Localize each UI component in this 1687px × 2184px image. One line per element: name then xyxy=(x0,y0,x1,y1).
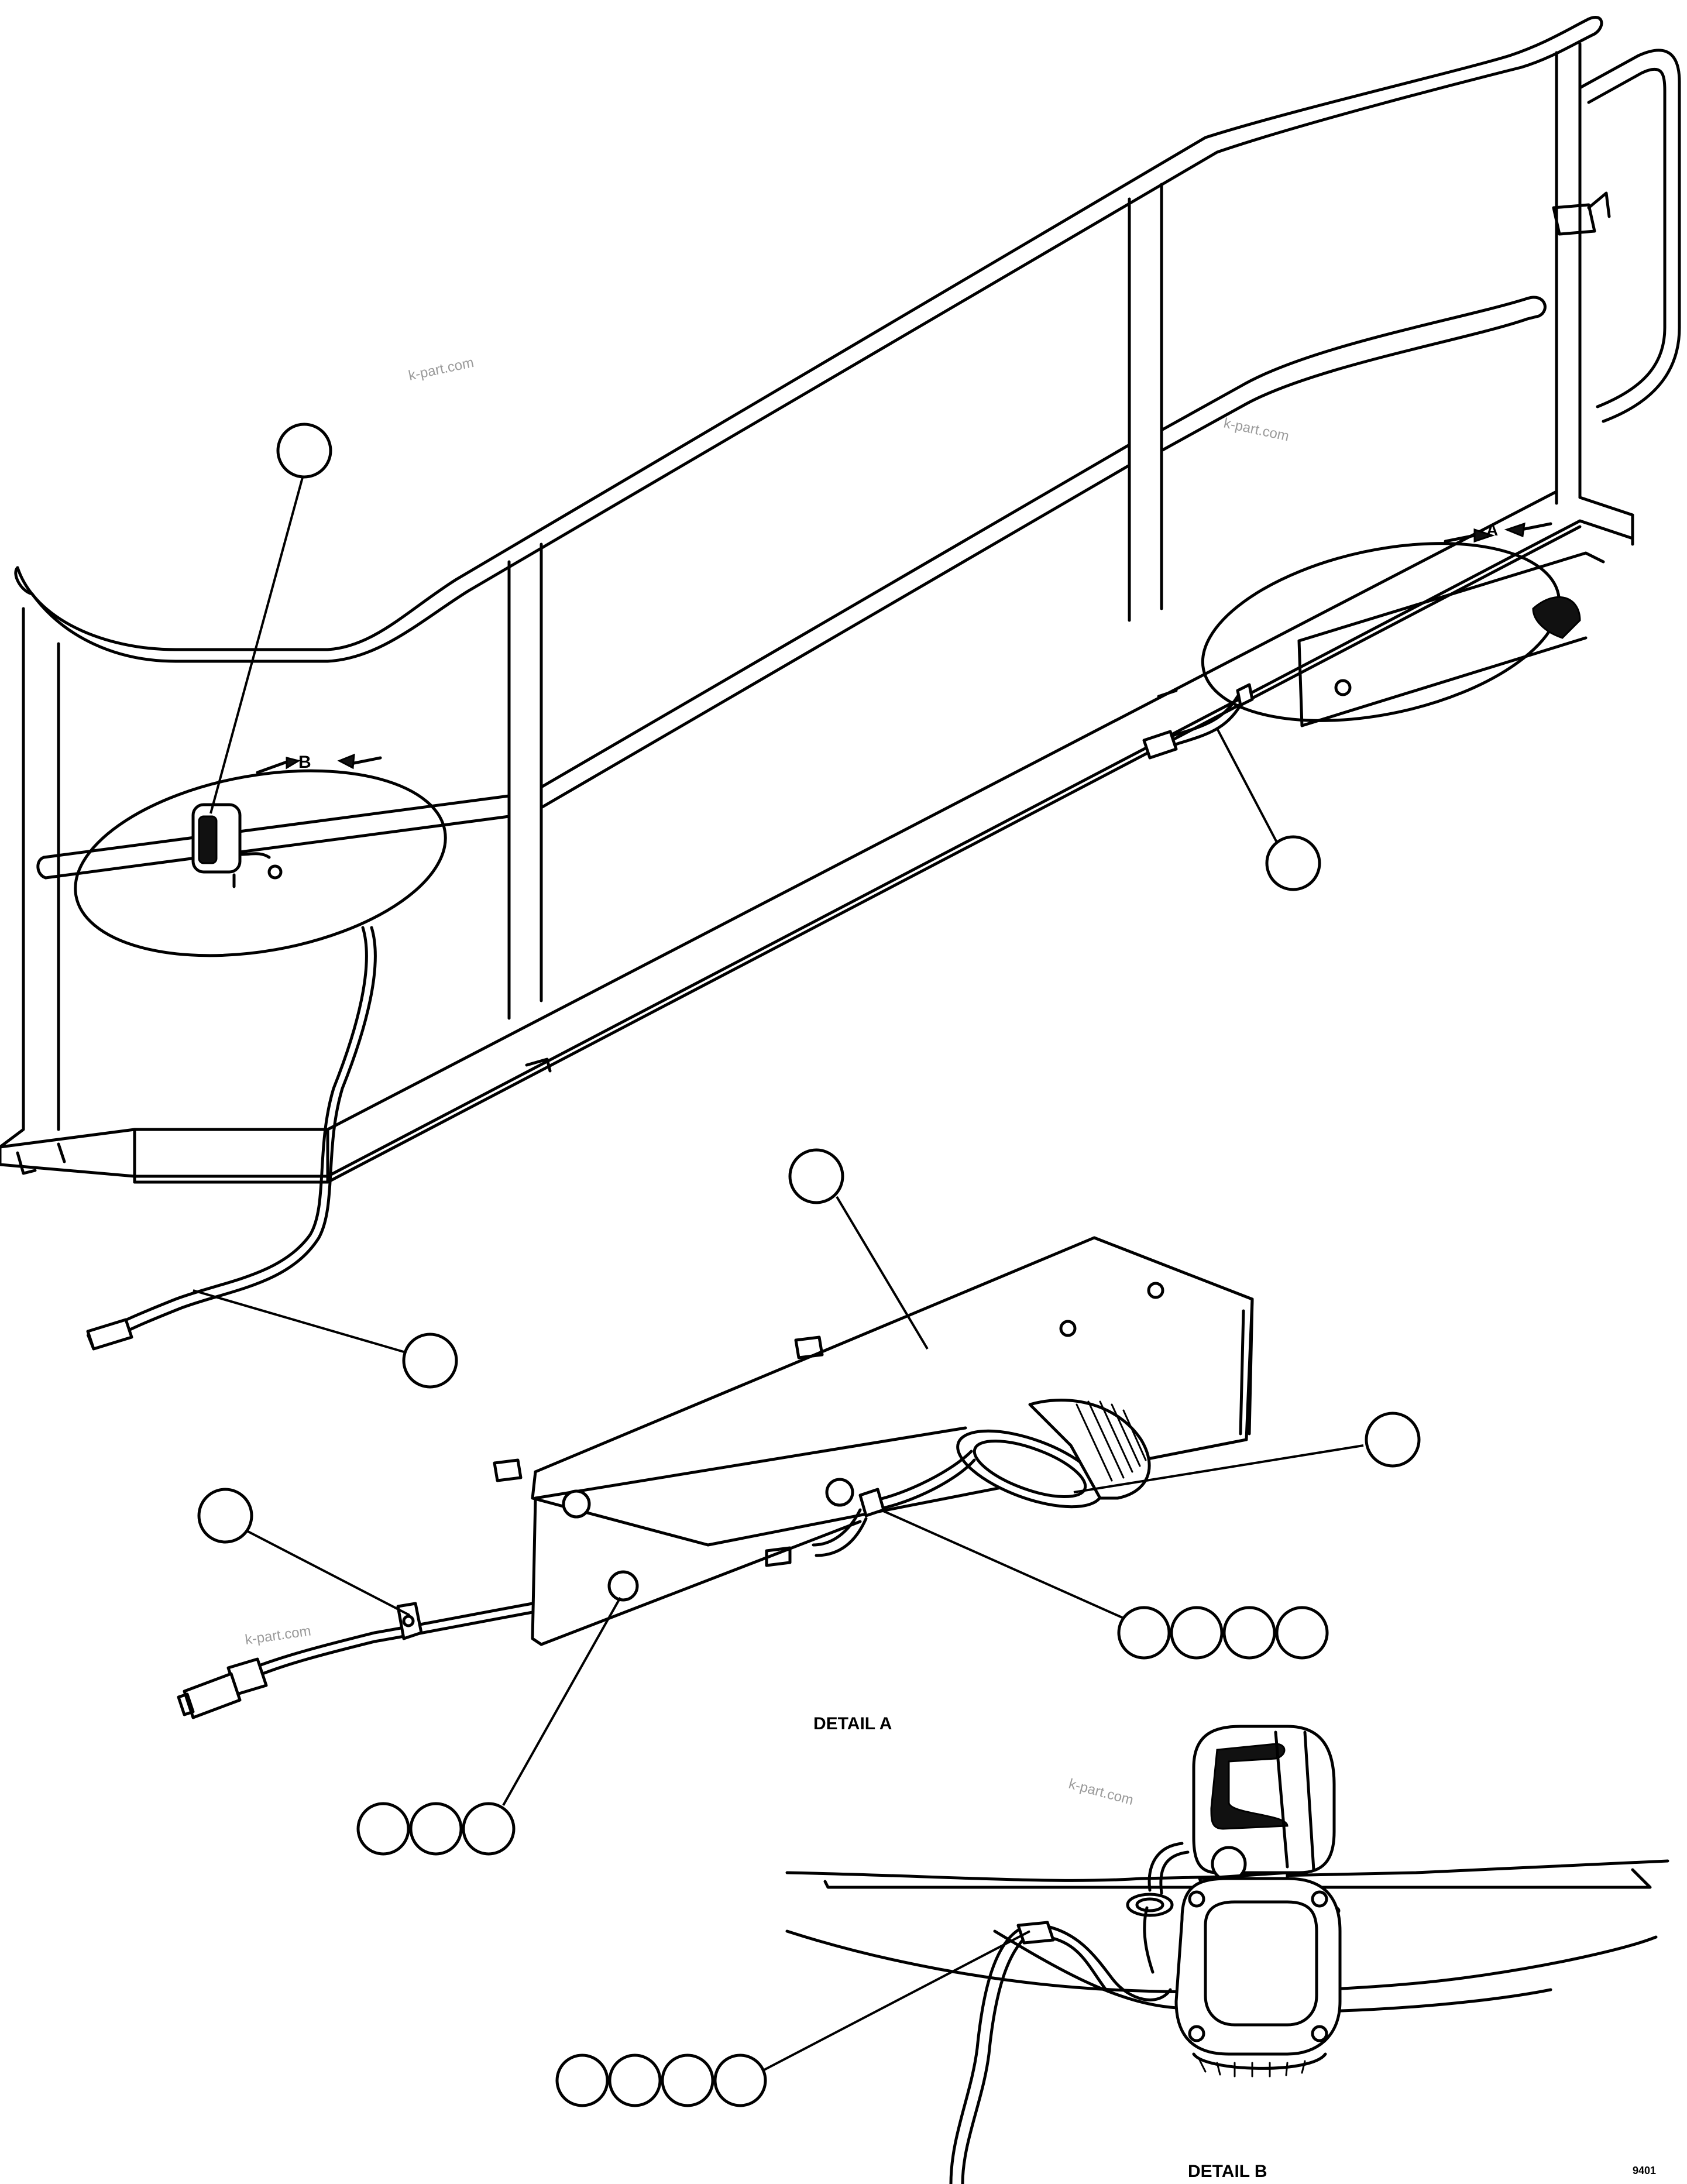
detail-a-marker: A xyxy=(1486,521,1498,539)
callout-bubble xyxy=(1222,1606,1276,1660)
detail-a-region: A xyxy=(1201,521,1605,727)
wire-harness-upper-right xyxy=(1142,683,1254,760)
callout-bubble xyxy=(713,2053,767,2107)
callout-bubble xyxy=(197,1488,253,1544)
callout-bubble xyxy=(788,1148,844,1204)
wire-harness-lower-left xyxy=(177,1602,534,1719)
handrail-assembly xyxy=(0,16,1681,1184)
callouts xyxy=(193,423,1421,2107)
watermark: k-part.com xyxy=(1067,1776,1135,1808)
callout-bubble xyxy=(276,423,332,479)
detail-b-view xyxy=(785,1725,1669,2184)
detail-b-region: B xyxy=(74,753,447,957)
callout-bubble xyxy=(1275,1606,1329,1660)
detail-b-caption: DETAIL B xyxy=(1188,2162,1267,2181)
callout-bubble xyxy=(409,1802,463,1856)
callout-bubble xyxy=(402,1333,458,1389)
callout-bubble xyxy=(608,2053,662,2107)
callout-bubble xyxy=(1265,835,1321,891)
drawing-number: 9401 xyxy=(1633,2165,1656,2176)
wire-harness-upper-left xyxy=(86,926,377,1351)
work-lamp-a xyxy=(956,1399,1151,1509)
callout-bubble xyxy=(555,2053,609,2107)
watermark: k-part.com xyxy=(1222,415,1290,444)
detail-a-caption: DETAIL A xyxy=(813,1714,892,1733)
callout-bubble xyxy=(1170,1606,1224,1660)
callout-bubble xyxy=(1117,1606,1171,1660)
callout-bubble xyxy=(462,1802,516,1856)
watermark: k-part.com xyxy=(407,355,475,384)
callout-bubble xyxy=(356,1802,410,1856)
work-lamp-b-front xyxy=(1174,1871,1342,2077)
detail-b-marker: B xyxy=(298,753,311,772)
detail-a-bracket xyxy=(493,1236,1254,1646)
work-lamp-b-top xyxy=(1147,1725,1336,1895)
watermark: k-part.com xyxy=(244,1623,312,1648)
callout-bubble xyxy=(661,2053,714,2107)
callout-bubble xyxy=(1365,1412,1421,1468)
